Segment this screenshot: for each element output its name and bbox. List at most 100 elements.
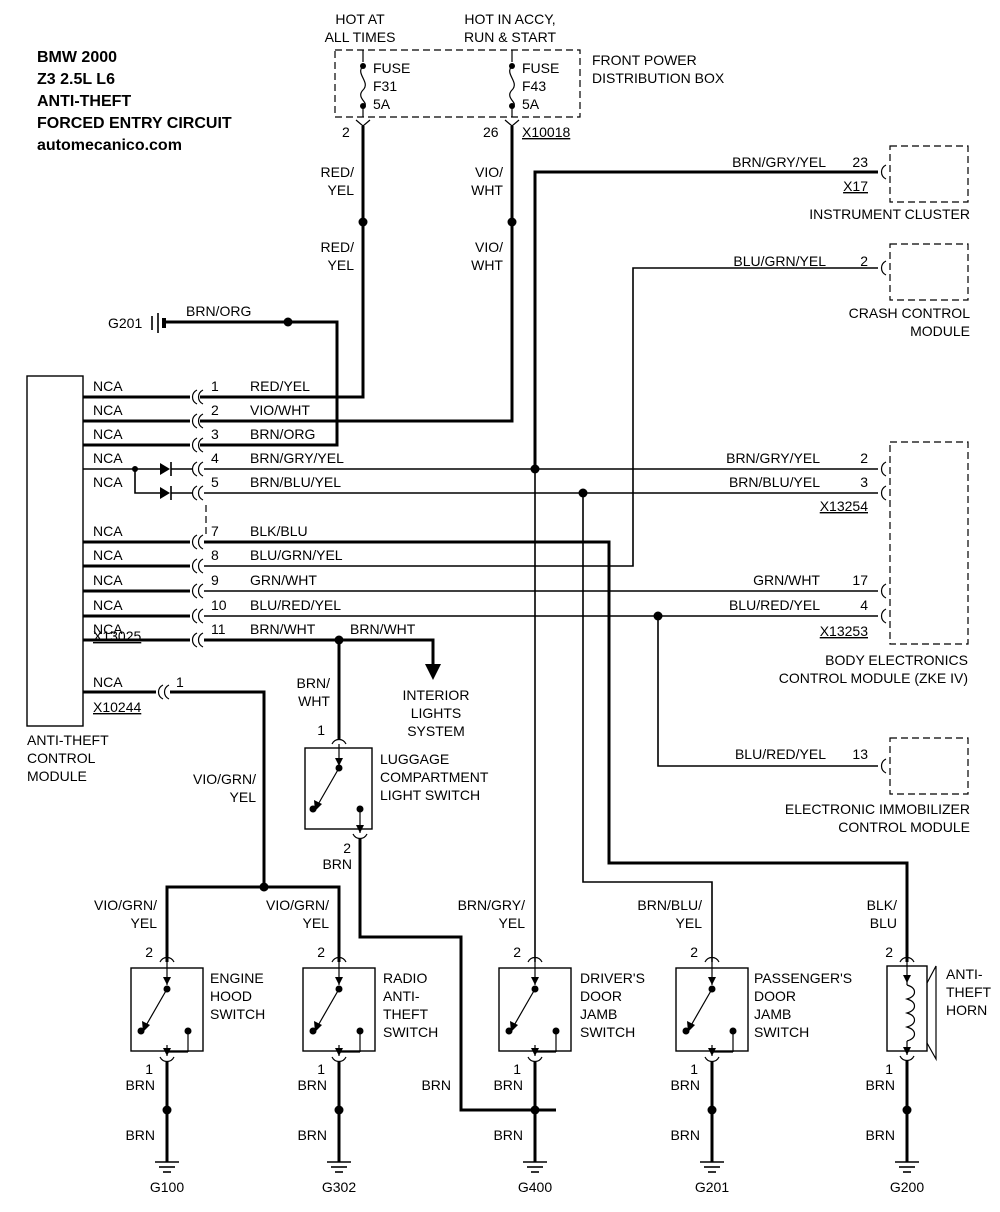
- body-electronics-control-module: [204, 441, 969, 645]
- connector-terminal: [191, 583, 204, 599]
- title-line-5: automecanico.com: [37, 137, 182, 154]
- atcm-pin: 10: [211, 597, 227, 613]
- fuse-box-name-line-2: DISTRIBUTION BOX: [592, 70, 725, 86]
- instrument-cluster: [533, 145, 969, 469]
- switch-ground-label: G100: [150, 1179, 184, 1195]
- fuse-box-name-line-1: FRONT POWER: [592, 52, 697, 68]
- switch-name-line-4: SWITCH: [383, 1024, 438, 1040]
- fuse2-label: FUSE: [522, 60, 559, 76]
- switch-wire-label-2: YEL: [303, 915, 330, 931]
- atcm-wire-label: BLK/BLU: [250, 523, 308, 539]
- switch-name-line-1: PASSENGER'S: [754, 970, 852, 986]
- zke-pin-2: 3: [860, 474, 868, 490]
- atcm-pin: 8: [211, 547, 219, 563]
- luggage-name-line-2: COMPARTMENT: [380, 769, 489, 785]
- switch-name-line-3: THEFT: [383, 1006, 429, 1022]
- switch-brn-label-2: BRN: [493, 1127, 523, 1143]
- switch-wire-label-1: BRN/BLU/: [637, 897, 702, 913]
- horn-brn-2: BRN: [865, 1127, 895, 1143]
- ground-symbol: [700, 1161, 724, 1173]
- vio-wht-label-2b: WHT: [471, 257, 503, 273]
- switch-name-line-2: DOOR: [580, 988, 622, 1004]
- zke-name-line-2: CONTROL MODULE (ZKE IV): [779, 670, 968, 686]
- switch-ground-label: G400: [518, 1179, 552, 1195]
- zke-pin-1: 2: [860, 450, 868, 466]
- atcm-nca-label: NCA: [93, 621, 123, 637]
- switch-name-line-2: HOOD: [210, 988, 252, 1004]
- connector-terminal: [191, 558, 204, 574]
- horn-wire-1: BLK/: [867, 897, 897, 913]
- atcm-name-line-3: MODULE: [27, 768, 87, 784]
- interior-wire-label: BRN/WHT: [350, 621, 416, 637]
- luggage-name-line-3: LIGHT SWITCH: [380, 787, 480, 803]
- switch-brn-label-1: BRN: [297, 1077, 327, 1093]
- luggage-pin-top: 1: [317, 722, 325, 738]
- atcm-wire-label: BRN/GRY/YEL: [250, 450, 344, 466]
- electronic-immobilizer-module: [657, 616, 969, 795]
- interior-name-line-1: INTERIOR: [403, 687, 470, 703]
- zke-pin-3: 17: [852, 572, 868, 588]
- cluster-connector: X17: [843, 178, 868, 194]
- zke-connector-a: X13254: [820, 498, 868, 514]
- connector-terminal: [191, 485, 204, 501]
- atcm-pin: 7: [211, 523, 219, 539]
- front-power-distribution-box: HOT AT ALL TIMES HOT IN ACCY, RUN & STAR…: [325, 11, 725, 140]
- switch-brn-label-1: BRN: [125, 1077, 155, 1093]
- switch-wire-label-1: BRN/GRY/: [458, 897, 526, 913]
- anti-theft-control-module: [26, 375, 84, 727]
- cluster-name: INSTRUMENT CLUSTER: [809, 206, 970, 222]
- immobilizer-name-line-1: ELECTRONIC IMMOBILIZER: [785, 801, 970, 817]
- switch-pin-bottom: 1: [690, 1061, 698, 1077]
- atcm-wire-label: BLU/GRN/YEL: [250, 547, 343, 563]
- hot-always-line-2: ALL TIMES: [325, 29, 396, 45]
- switch-wire-label-2: YEL: [499, 915, 526, 931]
- hot-accy-line-2: RUN & START: [464, 29, 556, 45]
- switch-name-line-3: SWITCH: [210, 1006, 265, 1022]
- atcm-nca-label: NCA: [93, 474, 123, 490]
- switch-brn-label-2: BRN: [125, 1127, 155, 1143]
- atcm-pin: 4: [211, 450, 219, 466]
- atcm-name-line-2: CONTROL: [27, 750, 96, 766]
- vio-wht-label-1b: WHT: [471, 182, 503, 198]
- atcm-wire-label: VIO/WHT: [250, 402, 310, 418]
- zke-pin-4: 4: [860, 597, 868, 613]
- horn-name-line-3: HORN: [946, 1002, 987, 1018]
- crash-control-module: [204, 243, 969, 567]
- g201-upper-label: G201: [108, 315, 142, 331]
- atcm-connector-b: X10244: [93, 699, 141, 715]
- atcm-row: NCA 2 VIO/WHT: [83, 402, 310, 429]
- atcm-wire-label: BLU/RED/YEL: [250, 597, 341, 613]
- crash-name-line-2: MODULE: [910, 323, 970, 339]
- fuse-box-connector: X10018: [522, 124, 570, 140]
- fuse1-label: FUSE: [373, 60, 410, 76]
- g201-ground-symbol: [151, 313, 166, 333]
- switch-name-line-1: DRIVER'S: [580, 970, 645, 986]
- fuse1-number: F31: [373, 78, 397, 94]
- cluster-wire-label: BRN/GRY/YEL: [732, 154, 826, 170]
- interior-name-line-3: SYSTEM: [407, 723, 465, 739]
- luggage-wire-bottom: BRN: [322, 856, 352, 872]
- crash-pin: 2: [860, 253, 868, 269]
- atcm-name-line-1: ANTI-THEFT: [27, 732, 109, 748]
- hot-always-line-1: HOT AT: [335, 11, 385, 27]
- horn-name-line-2: THEFT: [946, 984, 992, 1000]
- switch-name-line-1: ENGINE: [210, 970, 264, 986]
- diagram-title: BMW 2000 Z3 2.5L L6 ANTI-THEFT FORCED EN…: [37, 49, 232, 154]
- zke-wire-2: BRN/BLU/YEL: [729, 474, 820, 490]
- fuse-f43: [509, 50, 515, 117]
- immobilizer-name-line-2: CONTROL MODULE: [838, 819, 970, 835]
- vio-grn-yel-feed-2: YEL: [230, 789, 257, 805]
- feed-wires: [200, 126, 517, 423]
- fuse-box-outline: [334, 49, 581, 118]
- horn-ground-label: G200: [890, 1179, 924, 1195]
- switch-wire-label-2: YEL: [676, 915, 703, 931]
- title-line-4: FORCED ENTRY CIRCUIT: [37, 115, 232, 132]
- bottom-switches: VIO/GRN/YEL2ENGINEHOODSWITCH1BRNBRNG100V…: [94, 897, 852, 1195]
- atcm-pin: 2: [211, 402, 219, 418]
- connector-terminal: [191, 437, 204, 453]
- atcm-nca-label: NCA: [93, 402, 123, 418]
- connector-terminal: [191, 534, 204, 550]
